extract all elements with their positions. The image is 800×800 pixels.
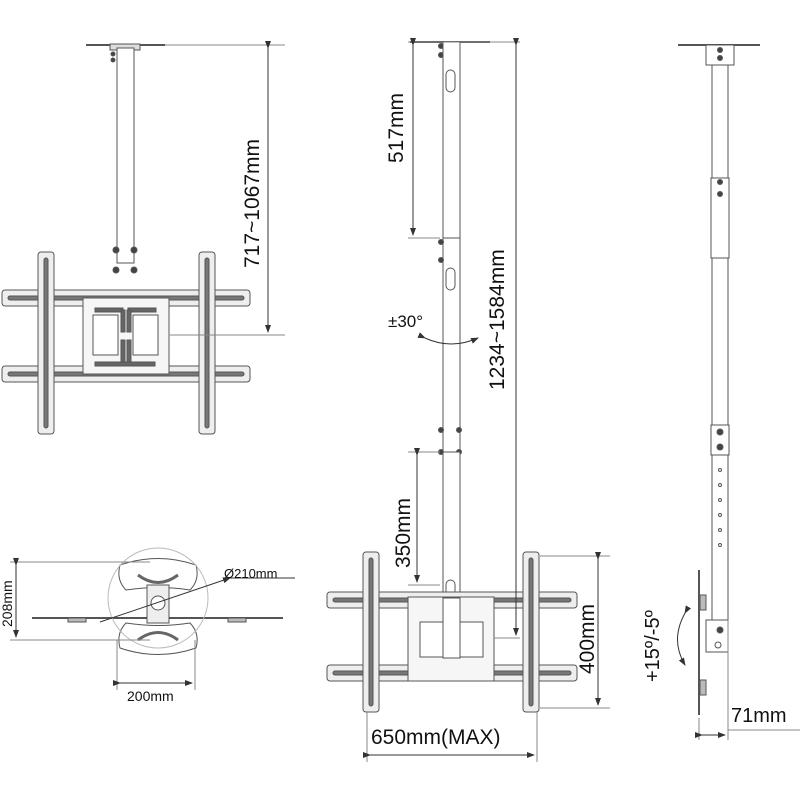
dim-label-71: 71mm <box>731 705 787 727</box>
rotation-label: ±30° <box>388 312 424 331</box>
dim-label-717-1067: 717~1067mm <box>241 138 264 268</box>
dim-label-400: 400mm <box>576 603 599 674</box>
dim-label-208: 208mm <box>0 580 15 627</box>
side-view <box>677 44 800 740</box>
front-view-long <box>326 38 610 762</box>
tilt-label: +15º/-5º <box>642 610 664 682</box>
dim-label-350: 350mm <box>392 497 415 568</box>
dim-label-200: 200mm <box>127 688 174 704</box>
dim-label-650-max: 650mm(MAX) <box>371 726 501 749</box>
dim-label-diameter-210: Ø210mm <box>224 566 278 581</box>
plate-view <box>10 547 295 690</box>
front-view-short <box>1 41 285 435</box>
dim-label-517: 517mm <box>385 92 408 163</box>
dim-label-1234-1584: 1234~1584mm <box>486 249 509 390</box>
